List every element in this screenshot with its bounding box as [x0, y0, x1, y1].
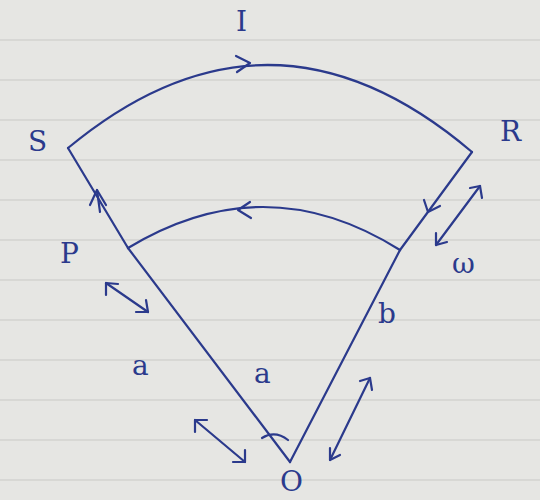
point-label: a [254, 360, 271, 388]
point-label: O [280, 468, 303, 496]
point-label: b [378, 300, 396, 328]
point-label: a [132, 352, 149, 380]
point-label: S [28, 128, 47, 156]
point-label: P [60, 240, 79, 268]
point-label: I [236, 8, 247, 36]
point-label: ω [452, 250, 475, 278]
point-label: R [500, 118, 521, 146]
